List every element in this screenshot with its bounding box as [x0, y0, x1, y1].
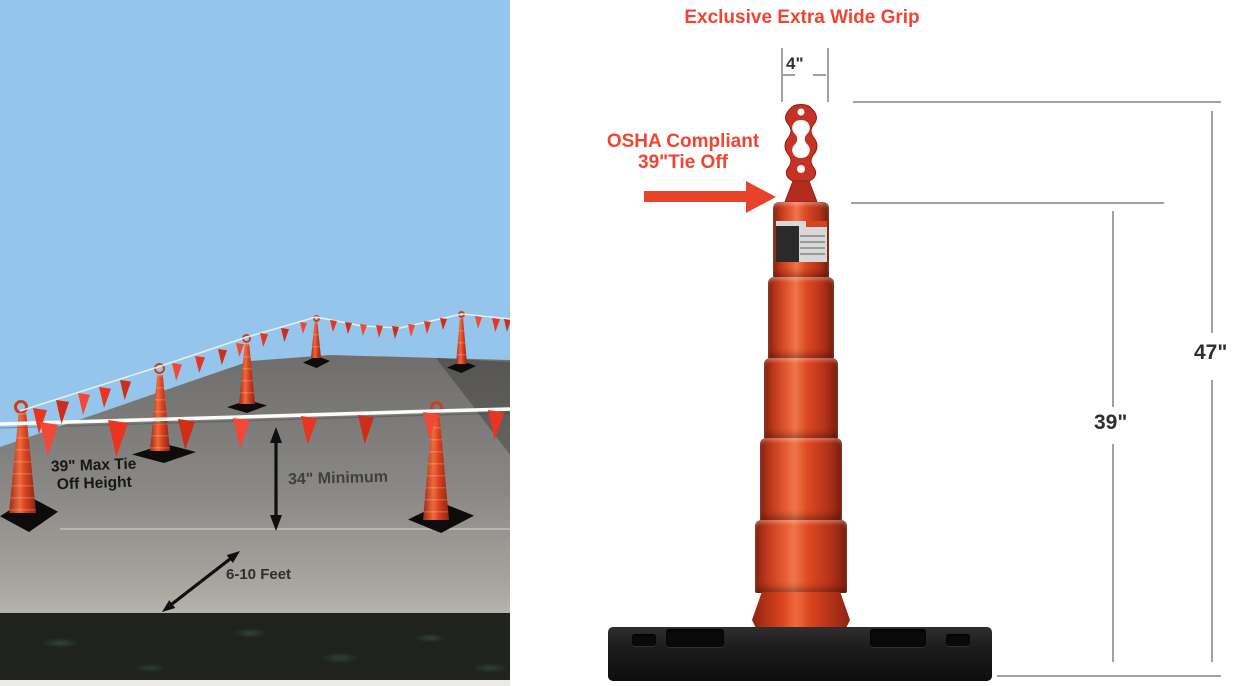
- pennant-flag: [424, 321, 431, 334]
- max-tie-off-line2: Off Height: [56, 473, 133, 494]
- pennant-flag: [218, 349, 227, 365]
- grip-width-tick-left: [781, 48, 783, 102]
- max-tie-off-label: 39" Max Tie Off Height: [39, 455, 148, 495]
- warning-line-overlay: [0, 313, 510, 612]
- overall-height-value: 47": [1194, 341, 1228, 364]
- delineator-cone: [456, 318, 467, 364]
- grip-width-dash-right: [813, 74, 826, 76]
- grip-width-dash-left: [783, 74, 795, 76]
- tie-off-height-line-lower: [1112, 444, 1114, 662]
- pennant-flag: [408, 324, 415, 337]
- product-title: Exclusive Extra Wide Grip: [684, 7, 920, 28]
- base-slot: [946, 634, 970, 646]
- cone-tier-2: [768, 277, 834, 359]
- spacing-label: 6-10 Feet: [226, 566, 292, 583]
- pennant-flag: [233, 418, 250, 449]
- roof-edge-dark-band: [0, 613, 510, 680]
- delineator-cone: [311, 322, 321, 358]
- pennant-flag: [300, 322, 307, 334]
- pennant-flag: [260, 333, 268, 347]
- pennant-flag: [236, 343, 244, 357]
- max-tie-off-line1: 39" Max Tie: [50, 455, 137, 476]
- upper-warning-rope: [19, 313, 510, 412]
- osha-arrow-head: [746, 181, 776, 213]
- pennant-flag: [301, 416, 317, 445]
- roof-guide-line: [60, 528, 510, 530]
- overall-height-line-lower: [1211, 380, 1213, 662]
- cone-tie-off-ring: [14, 400, 28, 414]
- cone-tier-5: [755, 520, 847, 593]
- pennant-flag: [358, 415, 374, 444]
- pennant-flag: [492, 318, 500, 332]
- ground-line: [997, 675, 1221, 677]
- pennant-flag: [78, 393, 90, 415]
- osha-annotation: OSHA Compliant 39"Tie Off: [598, 131, 768, 174]
- pennant-flag: [56, 400, 69, 424]
- grip-tie-off-hole: [797, 165, 805, 173]
- minimum-height-label: 34" Minimum: [287, 468, 389, 489]
- pennant-flag: [178, 419, 195, 450]
- overall-height-line-upper: [1211, 111, 1213, 333]
- osha-line2: 39"Tie Off: [638, 152, 728, 174]
- sticker-dark-block: [776, 226, 800, 262]
- cone-tier-3: [764, 358, 838, 439]
- lower-warning-rope: [0, 407, 510, 426]
- cone-rubber-base: [608, 627, 992, 681]
- base-slot: [870, 629, 926, 647]
- base-slot: [632, 634, 656, 646]
- cone-tier-4: [760, 438, 842, 521]
- cone-label-sticker: [776, 221, 827, 262]
- pennant-flag: [345, 322, 352, 334]
- cone-tie-off-ring: [313, 315, 320, 322]
- pennant-flag: [172, 363, 182, 381]
- extra-wide-grip-handle: [784, 104, 818, 203]
- pennant-flag: [488, 410, 504, 440]
- pennant-flag: [423, 412, 438, 439]
- grip-width-tick-right: [827, 48, 829, 102]
- pennant-flag: [33, 408, 47, 434]
- tie-off-height-value: 39": [1094, 411, 1128, 434]
- pennant-flag: [504, 319, 510, 332]
- pennant-flag: [40, 422, 58, 456]
- grip-handle-cutout: [792, 120, 810, 158]
- pennant-flag: [475, 316, 482, 329]
- pennant-flag: [360, 324, 367, 336]
- grip-neck: [784, 180, 818, 203]
- spacing-arrow: [162, 551, 240, 612]
- overall-height-top-line: [853, 101, 1221, 103]
- pennant-flag: [440, 318, 447, 330]
- pennant-flags: [33, 316, 510, 457]
- rooftop-scene-panel: 39" Max Tie Off Height 34" Minimum 6-10 …: [0, 0, 510, 686]
- sticker-text-lines: [799, 234, 825, 258]
- base-slot: [666, 629, 724, 647]
- pennant-flag: [120, 380, 131, 400]
- pennant-flag: [376, 325, 383, 338]
- sticker-orange-strip: [805, 221, 827, 228]
- pennant-flag: [330, 320, 337, 332]
- pennant-flag: [108, 420, 128, 457]
- minimum-height-arrow: [270, 427, 282, 531]
- osha-line1: OSHA Compliant: [606, 131, 760, 152]
- grip-top-hole: [797, 108, 805, 116]
- tie-off-height-line-upper: [1112, 211, 1114, 407]
- pennant-flag: [99, 387, 111, 408]
- grip-width-value: 4": [786, 54, 804, 73]
- tie-off-height-top-line: [851, 202, 1164, 204]
- pennant-flag: [392, 326, 399, 339]
- osha-arrow: [644, 191, 746, 202]
- pennant-flag: [195, 356, 205, 373]
- cone-flared-bottom: [752, 592, 850, 632]
- pennant-flag: [281, 328, 289, 342]
- image-border-strip: [0, 680, 510, 686]
